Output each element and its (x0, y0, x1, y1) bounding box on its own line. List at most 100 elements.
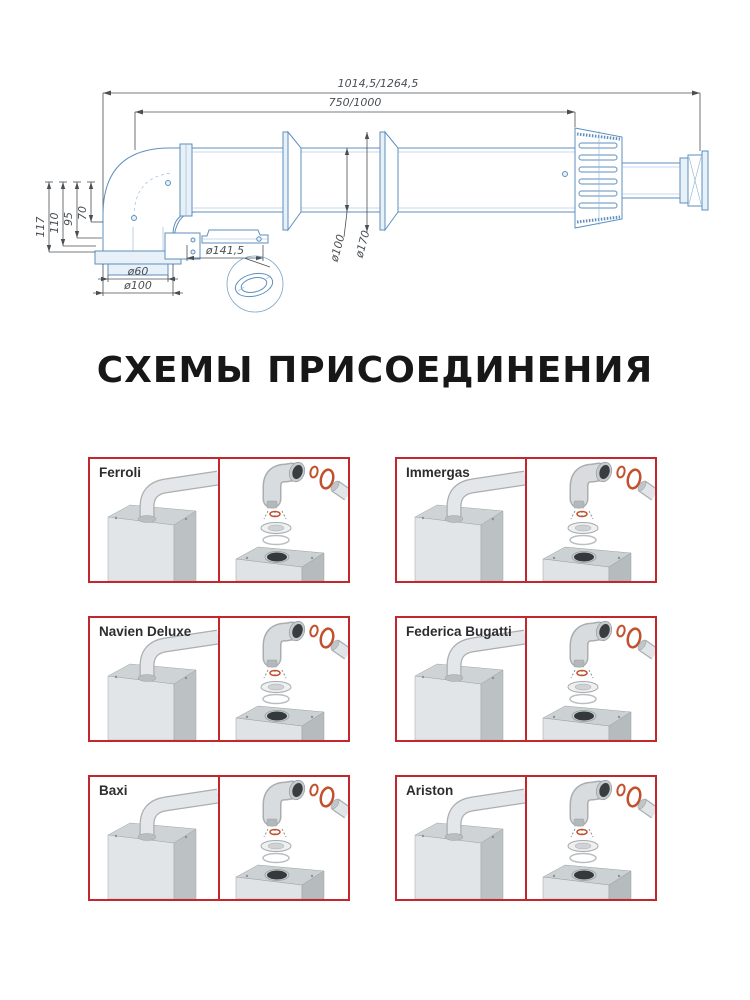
flue-hole (267, 711, 287, 721)
boiler-screw-icon (245, 874, 249, 878)
elbow-fitting (569, 461, 613, 509)
boiler-screw-icon (421, 516, 425, 520)
boiler-screw-icon (491, 676, 495, 680)
scheme-label: Baxi (99, 783, 128, 798)
flue-pipe-section (637, 480, 655, 501)
elbow-nozzle (266, 659, 278, 668)
elbow-nozzle (573, 659, 585, 668)
boiler-top (235, 864, 325, 899)
assembled-illustration (107, 470, 218, 581)
gasket-1 (260, 681, 292, 693)
elbow-fitting (262, 620, 306, 668)
flue-pipe (137, 470, 218, 523)
boiler-top (542, 864, 632, 899)
adapter-screw-icon (190, 249, 196, 255)
boiler-screw-icon (310, 715, 314, 719)
oring-large (626, 786, 642, 808)
boiler-screw-icon (184, 517, 188, 521)
gasket-2 (569, 693, 597, 705)
technical-drawing: 1014,5/1264,5 750/1000 (30, 55, 720, 315)
exploded-illustration (235, 461, 348, 581)
leader-dashes (263, 669, 287, 679)
scheme-panel: Federica Bugatti (395, 616, 657, 742)
exploded-view (525, 618, 655, 740)
pipe-collar (137, 515, 157, 523)
oring-small (616, 783, 626, 797)
leader-dashes (263, 510, 287, 520)
dim-bottom-diameters: ø60 ø100 (93, 264, 183, 296)
boiler-screw-icon (491, 835, 495, 839)
elbow (102, 147, 197, 252)
exploded-view (218, 777, 348, 899)
exploded-view (218, 618, 348, 740)
oring-adapter (576, 669, 588, 677)
exploded-view (525, 459, 655, 581)
oring-large (319, 468, 335, 490)
gasket-1 (260, 840, 292, 852)
dim-heights: 117 110 95 70 (34, 181, 103, 253)
gasket-1 (567, 840, 599, 852)
dim-height-4-label: 70 (76, 206, 89, 220)
boiler-top (542, 546, 632, 581)
boiler-screw-icon (114, 834, 118, 838)
flue-hole (267, 552, 287, 562)
elbow-fitting (262, 779, 306, 827)
boiler-top (542, 705, 632, 740)
exploded-illustration (542, 620, 655, 740)
assembled-illustration (107, 788, 218, 899)
boiler-screw-icon (491, 517, 495, 521)
flue-pipe-drawing: 1014,5/1264,5 750/1000 (34, 77, 709, 313)
assembled-view: Immergas (397, 459, 525, 581)
boiler-screw-icon (114, 675, 118, 679)
flue-hole (267, 870, 287, 880)
oring-small (309, 465, 319, 479)
oring-small (309, 783, 319, 797)
flue-pipe-section (330, 480, 348, 501)
assembled-illustration (414, 788, 525, 899)
scheme-label: Ferroli (99, 465, 142, 480)
assembled-illustration (414, 470, 525, 581)
boiler-screw-icon (552, 715, 556, 719)
exploded-illustration (235, 620, 348, 740)
oring-adapter (576, 828, 588, 836)
leader-dashes (570, 828, 594, 838)
boiler-screw-icon (184, 835, 188, 839)
elbow-opening (599, 464, 610, 480)
flue-pipe (137, 788, 218, 841)
dim-plate-diameter: ø141,5 (186, 244, 271, 268)
boiler-screw-icon (245, 556, 249, 560)
exploded-view (218, 459, 348, 581)
boiler-screw-icon (617, 556, 621, 560)
scheme-label: Federica Bugatti (406, 624, 512, 639)
oring-large (626, 627, 642, 649)
gasket-1 (567, 522, 599, 534)
exploded-illustration (235, 779, 348, 899)
assembled-view: Navien Deluxe (90, 618, 218, 740)
scheme-label: Ariston (406, 783, 454, 798)
boiler-screw-icon (310, 556, 314, 560)
flue-hole (574, 870, 594, 880)
flue-hole (574, 711, 594, 721)
boiler (414, 504, 504, 581)
flue-pipe-section (637, 798, 655, 819)
assembled-view: Ferroli (90, 459, 218, 581)
page-title: СХЕМЫ ПРИСОЕДИНЕНИЯ (96, 350, 654, 391)
scheme-panel: Ferroli (88, 457, 350, 583)
elbow-screw-icon (131, 215, 137, 221)
terminal-end-pipe (622, 162, 680, 199)
boiler-screw-icon (114, 516, 118, 520)
boiler-screw-icon (617, 715, 621, 719)
flue-pipe-section (330, 639, 348, 660)
oring-small (616, 624, 626, 638)
adapter-screw-icon (190, 237, 196, 243)
boiler (107, 822, 197, 899)
scheme-panel: Navien Deluxe (88, 616, 350, 742)
boiler-screw-icon (552, 874, 556, 878)
elbow-nozzle (266, 818, 278, 827)
boiler-screw-icon (310, 874, 314, 878)
boiler-screw-icon (421, 834, 425, 838)
boiler-top (235, 546, 325, 581)
dim-pipe-length: 750/1000 (134, 96, 576, 150)
flue-pipe (444, 788, 525, 841)
wall-flange-1 (282, 130, 302, 232)
